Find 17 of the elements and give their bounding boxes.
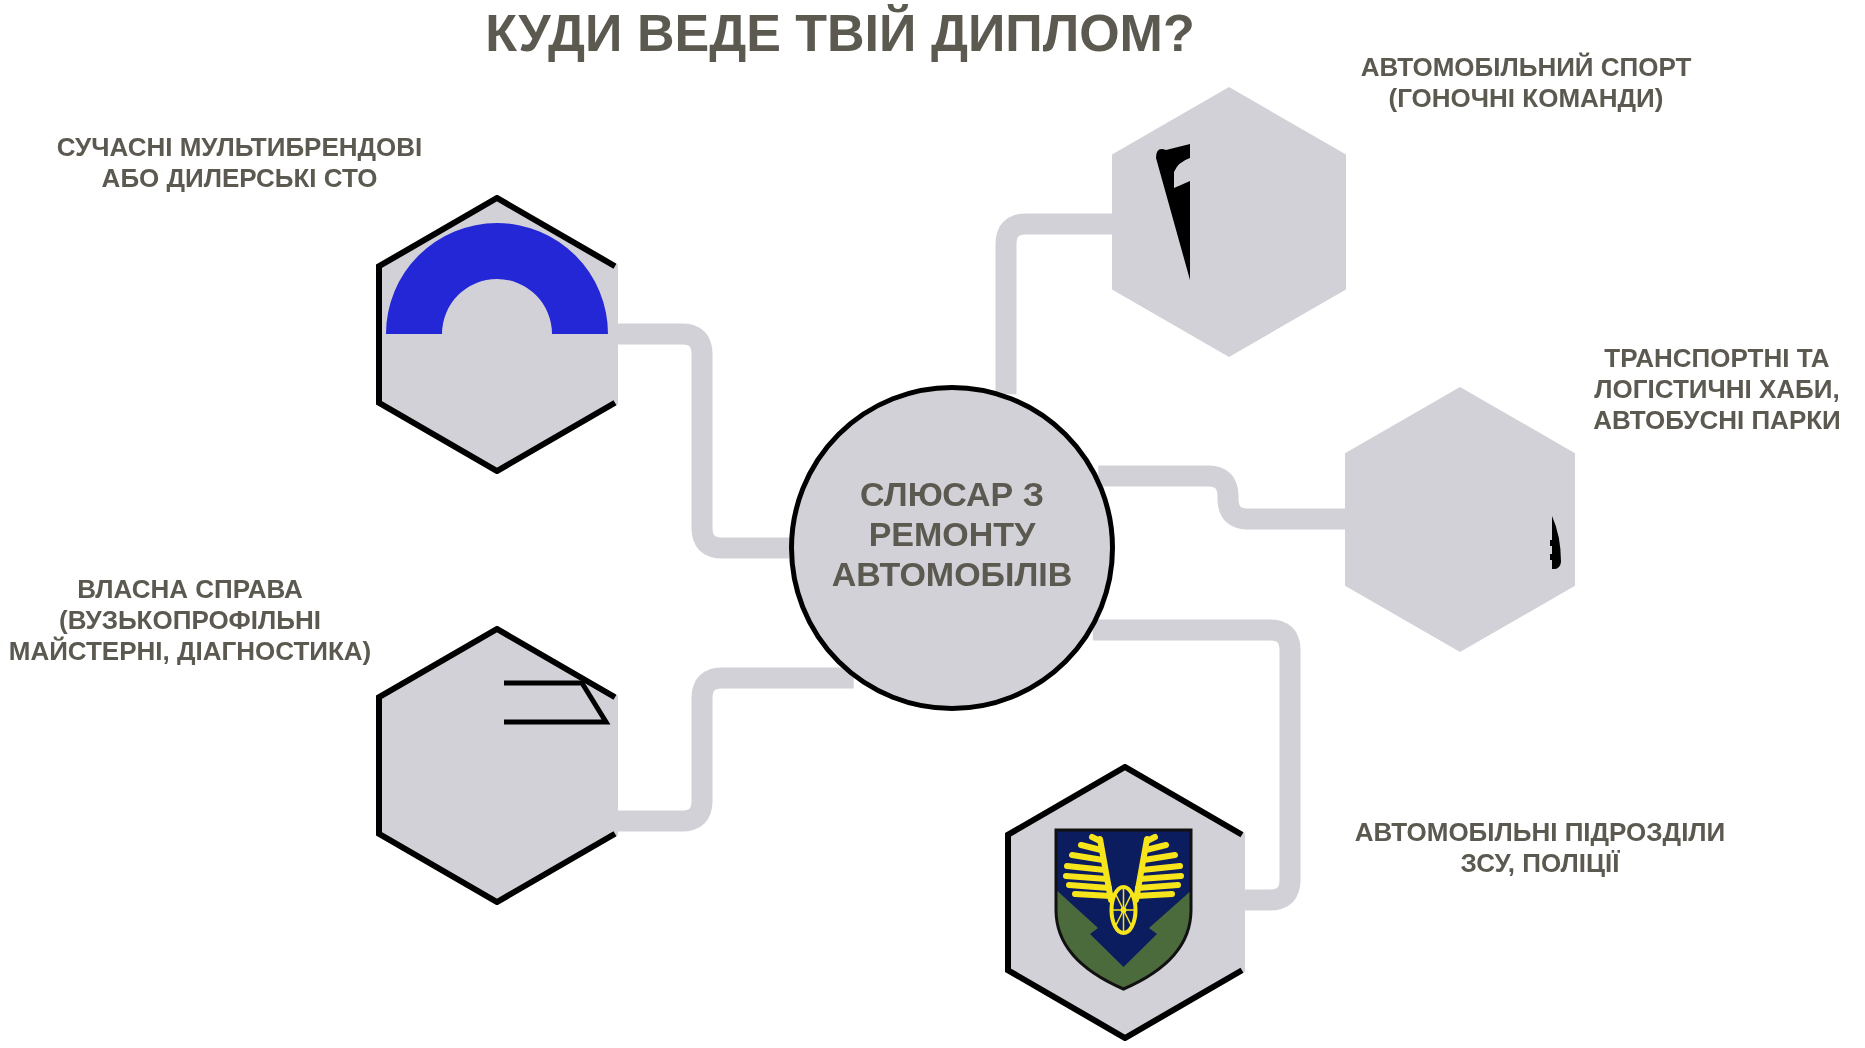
hexagon xyxy=(1345,386,1575,652)
connector xyxy=(1098,465,1345,530)
connector xyxy=(618,323,789,559)
title: КУДИ ВЕДЕ ТВІЙ ДИПЛОМ? xyxy=(484,3,1196,64)
hexagon xyxy=(376,625,618,905)
hexagon-caption: АВТОМОБІЛЬНИЙ СПОРТ (ГОНОЧНІ КОМАНДИ) xyxy=(1359,52,1693,114)
circle-label: СЛЮСАР З РЕМОНТУ АВТОМОБІЛІВ xyxy=(830,474,1074,594)
connector xyxy=(995,213,1112,395)
hexagon xyxy=(1112,87,1346,357)
caption: АВТОМОБІЛЬНІ ПІДРОЗДІЛИ ЗСУ, ПОЛІЦІЇ xyxy=(1353,817,1727,879)
hexagon-caption: СУЧАСНІ МУЛЬТИБРЕНДОВІ АБО ДИЛЕРСЬКІ СТО xyxy=(55,132,424,194)
hexagon-caption: ВЛАСНА СПРАВА (ВУЗЬКОПРОФІЛЬНІ МАЙСТЕРНІ, ДІАГНОСТИКА) xyxy=(7,574,373,667)
hexagon xyxy=(1005,763,1245,1041)
hexagon xyxy=(376,194,618,474)
connector xyxy=(618,667,854,832)
hexagon-caption: ТРАНСПОРТНІ ТА ЛОГІСТИЧНІ ХАБИ, АВТОБУСНІ ПАРКИ xyxy=(1592,343,1842,436)
connector xyxy=(1092,619,1301,911)
